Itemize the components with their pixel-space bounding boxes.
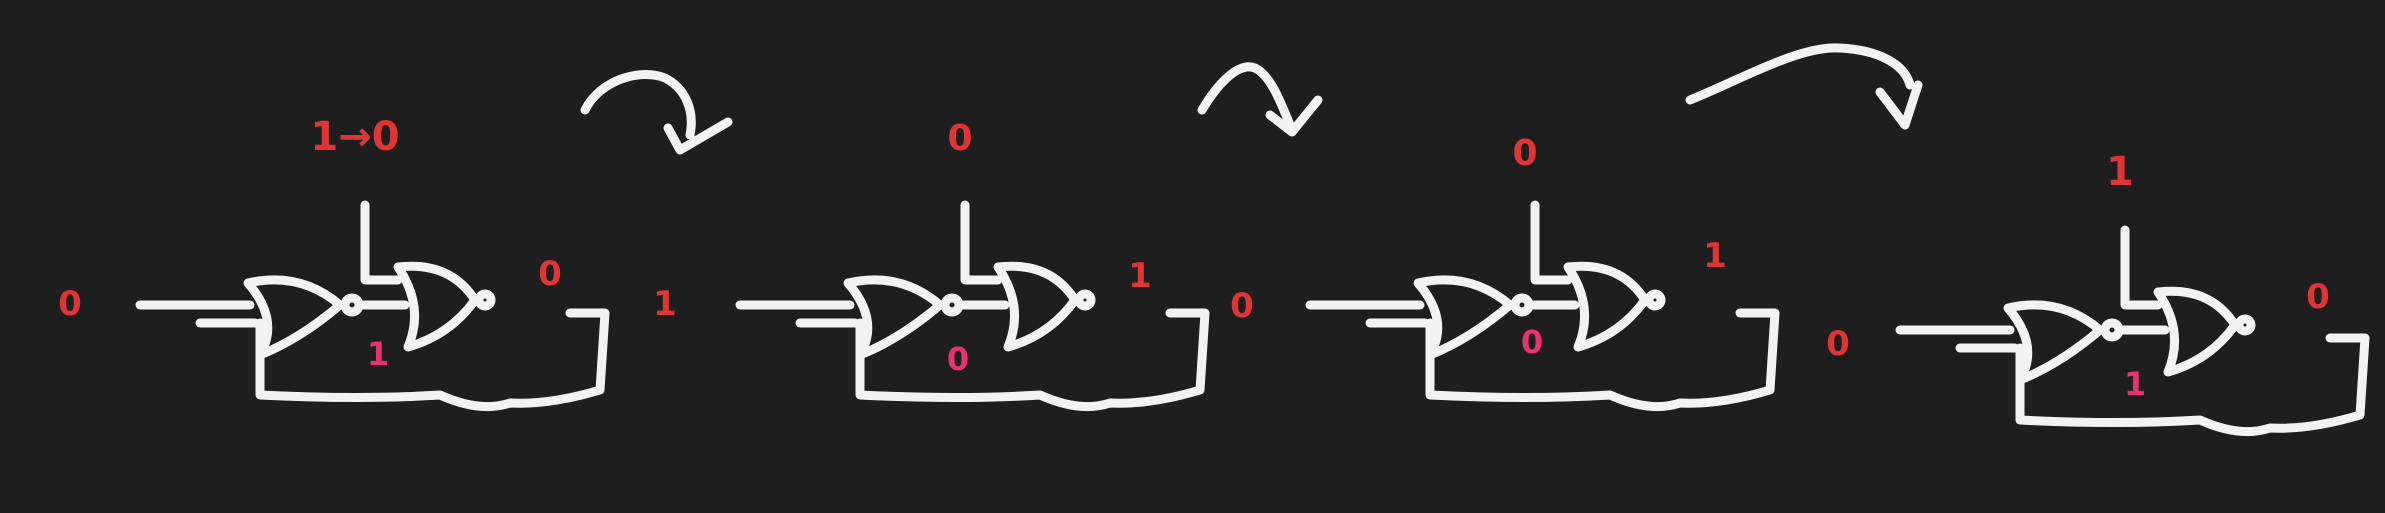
latch-circuit-4: 1 0 0 1 [1826,149,2370,437]
top-input-value-4: 1 [2106,149,2134,195]
top-input-value-1: 1→0 [310,114,399,160]
feedback-state-value-1: 1 [367,335,389,373]
right-output-value-3: 1 [1703,236,1727,276]
transition-arrow-2 [1197,62,1323,137]
left-input-value-1: 0 [58,284,82,324]
transition-arrow-3 [1685,43,1923,130]
left-input-value-2: 1 [653,284,677,324]
latch-circuit-1: 1→0 0 0 1 [58,114,610,412]
right-output-value-4: 0 [2306,277,2330,317]
latch-circuit-2: 0 1 1 0 [653,118,1210,412]
left-input-value-3: 0 [1230,286,1254,326]
top-input-value-2: 0 [947,118,972,159]
right-output-value-1: 0 [538,254,562,294]
feedback-state-value-4: 1 [2124,365,2146,403]
feedback-state-value-3: 0 [1521,323,1543,361]
transition-arrow-1 [580,70,733,155]
latch-circuit-3: 0 0 1 0 [1230,133,1780,412]
right-output-value-2: 1 [1128,256,1152,296]
feedback-state-value-2: 0 [947,340,969,378]
left-input-value-4: 0 [1826,324,1850,364]
top-input-value-3: 0 [1512,133,1537,174]
